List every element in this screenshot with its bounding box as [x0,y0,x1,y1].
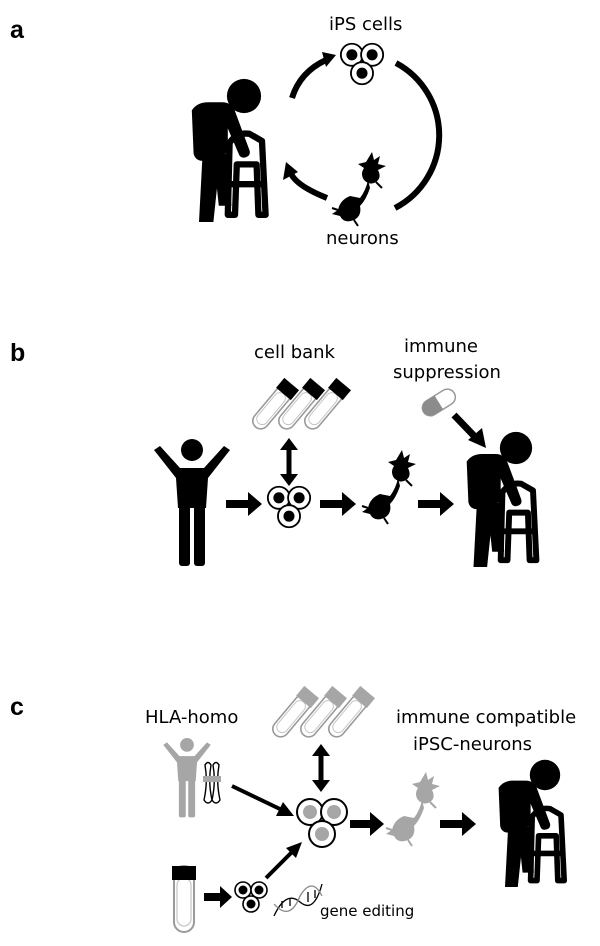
arrow-line [264,850,294,880]
double-arrow-icon [312,744,330,756]
walker-person-icon [499,760,565,887]
sample-tube-icon [172,865,196,933]
neuron-icon [331,151,387,227]
arrow-icon [322,52,336,67]
walker-person-icon [467,432,537,567]
small-cell-cluster-icon [234,881,268,913]
donor-standing-person-icon [154,439,230,566]
arrow-icon [283,162,298,180]
gene-editing-label: gene editing [320,902,414,920]
walker-person-icon [192,79,266,222]
cycle-arc-right [393,60,443,211]
arrow-icon [204,886,232,908]
arrow-icon [440,812,476,836]
double-arrow-icon [280,474,298,486]
panel-b-letter: b [10,339,25,367]
cycle-arc-upper-left [289,57,328,99]
immune-line1-label: immune [404,336,478,357]
cycle-arc-lower-left [287,169,329,201]
cell-bank-label: cell bank [254,342,336,363]
double-arrow-icon [312,780,330,792]
arrow-icon [468,428,486,448]
immune-line2-label: suppression [393,362,501,383]
ips-cell-cluster-icon [339,42,385,86]
arrow-icon [276,802,294,816]
hla-cell-cluster-icon [296,798,348,848]
double-arrow-icon [280,438,298,450]
arrow-icon [226,492,262,516]
pill-icon [421,388,457,417]
hla-homo-label: HLA-homo [145,707,238,728]
neuron-icon [385,771,441,847]
panel-a-letter: a [10,16,25,44]
chromosome-icon [203,761,221,804]
dna-helix-icon [273,883,323,917]
immune-compatible-label: immune compatible [396,707,576,728]
arrow-line [231,784,283,812]
neurons-label: neurons [326,228,399,249]
arrow-icon [286,842,302,858]
ipsc-neurons-label: iPSC-neurons [413,734,532,755]
arrow-icon [418,492,454,516]
ipsc-cluster-icon [266,485,312,529]
arrow-icon [320,492,356,516]
neuron-icon [361,449,417,525]
ips-cells-label: iPS cells [329,14,402,35]
arrow-icon [350,812,384,836]
panel-c-letter: c [10,693,24,721]
